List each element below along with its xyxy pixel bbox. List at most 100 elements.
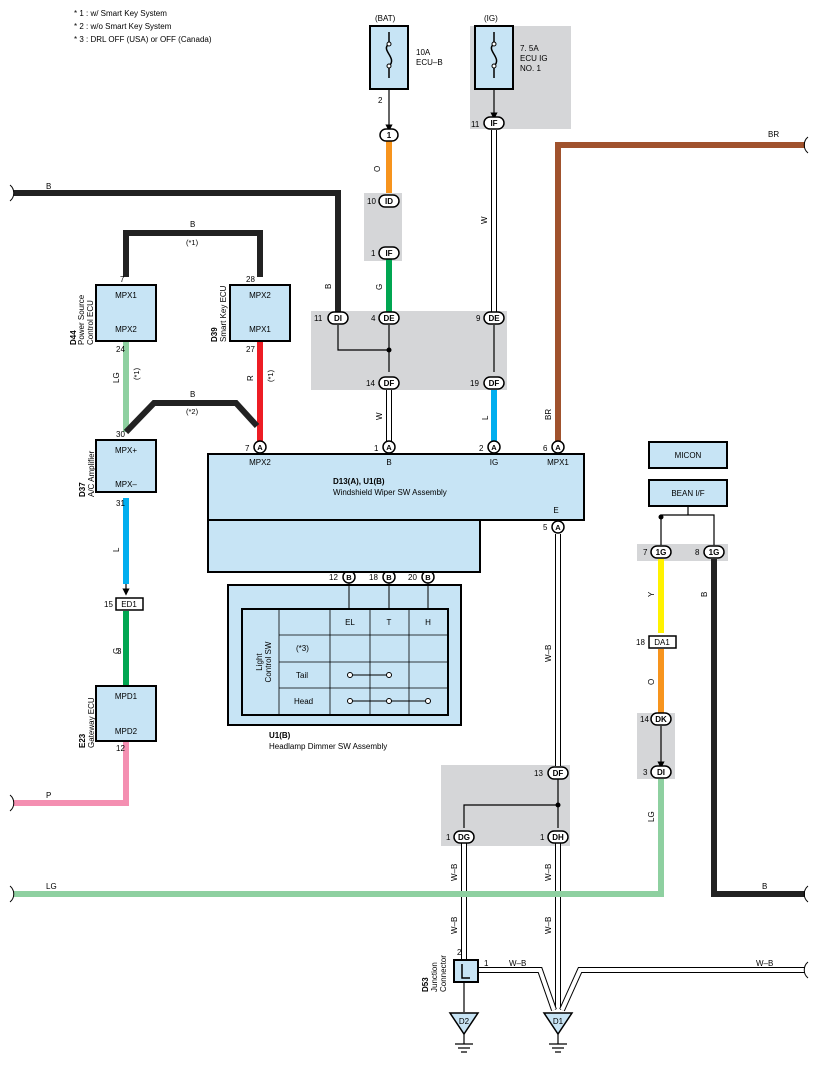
wire-y: Y <box>647 591 656 597</box>
svg-text:7: 7 <box>245 444 250 453</box>
wire-l2: L <box>112 547 121 552</box>
wire-l: L <box>481 415 490 420</box>
wire-wb-3: W–B <box>544 864 553 881</box>
wire-b-right: B <box>700 592 709 597</box>
svg-text:D2: D2 <box>459 1017 470 1026</box>
svg-text:ED1: ED1 <box>121 600 137 609</box>
svg-text:4: 4 <box>371 314 376 323</box>
svg-text:Junction: Junction <box>430 962 439 992</box>
wire-g: G <box>375 284 384 290</box>
svg-text:2: 2 <box>457 948 462 957</box>
ig-fuse-no: NO. 1 <box>520 64 541 73</box>
wire-b-loop: B <box>190 220 195 229</box>
svg-text:A: A <box>555 443 561 452</box>
svg-text:1G: 1G <box>656 548 667 557</box>
svg-text:14: 14 <box>640 715 649 724</box>
wire-o2: O <box>647 679 656 685</box>
svg-text:11: 11 <box>471 120 480 129</box>
d13-name: Windshield Wiper SW Assembly <box>333 488 447 497</box>
note-3: * 3 : DRL OFF (USA) or OFF (Canada) <box>74 35 212 44</box>
svg-text:1: 1 <box>374 444 379 453</box>
svg-text:Connector: Connector <box>439 955 448 992</box>
svg-text:IG: IG <box>490 458 498 467</box>
component-d44: 7 MPX1 MPX2 24 D44 Power Source Control … <box>69 275 157 354</box>
svg-text:27: 27 <box>246 345 255 354</box>
light-sw-label-2: Control SW <box>264 641 273 682</box>
svg-text:A: A <box>491 443 497 452</box>
svg-text:Power Source: Power Source <box>77 294 86 345</box>
wire-w: W <box>480 216 489 224</box>
svg-text:DI: DI <box>657 768 665 777</box>
bat-fuse-amp: 10A <box>416 48 431 57</box>
svg-text:IF: IF <box>385 249 392 258</box>
cond-s1c: (*1) <box>132 367 141 380</box>
notes: * 1 : w/ Smart Key System * 2 : w/o Smar… <box>74 9 212 44</box>
svg-text:6: 6 <box>543 444 548 453</box>
svg-text:A: A <box>555 523 561 532</box>
row-s3: (*3) <box>296 644 309 653</box>
wire-wb-6: W–B <box>509 959 526 968</box>
svg-text:3: 3 <box>643 768 648 777</box>
svg-text:1: 1 <box>371 249 376 258</box>
svg-text:DE: DE <box>488 314 500 323</box>
wire-b-loop2: B <box>190 390 195 399</box>
wire-lg2: LG <box>647 811 656 822</box>
svg-text:E: E <box>553 506 558 515</box>
svg-text:1: 1 <box>446 833 451 842</box>
u1-code: U1(B) <box>269 731 291 740</box>
svg-text:20: 20 <box>408 573 417 582</box>
svg-text:A: A <box>386 443 392 452</box>
d44-code: D44 <box>69 330 78 345</box>
svg-text:DH: DH <box>552 833 564 842</box>
component-d13: MPX2 B IG MPX1 D13(A), U1(B) Windshield … <box>207 453 585 573</box>
svg-text:DF: DF <box>384 379 395 388</box>
component-e23: MPD1 MPD2 12 E23 Gateway ECU <box>78 685 157 753</box>
svg-text:19: 19 <box>470 379 479 388</box>
ig-fuse-name: ECU IG <box>520 54 548 63</box>
svg-text:MPX2: MPX2 <box>249 291 271 300</box>
wire-wb-1: W–B <box>544 645 553 662</box>
row-head: Head <box>294 697 313 706</box>
wire-wb-4: W–B <box>450 917 459 934</box>
svg-text:Smart Key ECU: Smart Key ECU <box>219 285 228 342</box>
d37-code: D37 <box>78 482 87 497</box>
svg-text:10: 10 <box>367 197 376 206</box>
e23-code: E23 <box>78 733 87 748</box>
svg-text:MPX1: MPX1 <box>115 291 137 300</box>
component-u1: Light Control SW EL T H (*3) Tail Head U… <box>227 583 462 751</box>
svg-text:A: A <box>257 443 263 452</box>
svg-text:A/C Amplifier: A/C Amplifier <box>87 450 96 497</box>
connector-di2: 3 DI <box>643 765 672 779</box>
svg-text:B: B <box>386 573 392 582</box>
fuse-ig: (IG) 7. 5A ECU IG NO. 1 <box>474 14 548 90</box>
svg-text:31: 31 <box>116 499 125 508</box>
ground-d2: D2 <box>448 1012 480 1053</box>
svg-text:5: 5 <box>543 523 548 532</box>
d53-code: D53 <box>421 977 430 992</box>
d39-code: D39 <box>210 327 219 342</box>
component-micon: MICON <box>648 441 728 469</box>
svg-text:MICON: MICON <box>675 451 702 460</box>
wire-b-right2: B <box>762 882 767 891</box>
row-tail: Tail <box>296 671 308 680</box>
wire-br: BR <box>768 130 779 139</box>
svg-text:13: 13 <box>534 769 543 778</box>
col-el: EL <box>345 618 355 627</box>
svg-text:1: 1 <box>387 131 392 140</box>
wire-o: O <box>373 166 382 172</box>
ground-d1: D1 <box>542 1012 574 1053</box>
wire-lg3: LG <box>46 882 57 891</box>
